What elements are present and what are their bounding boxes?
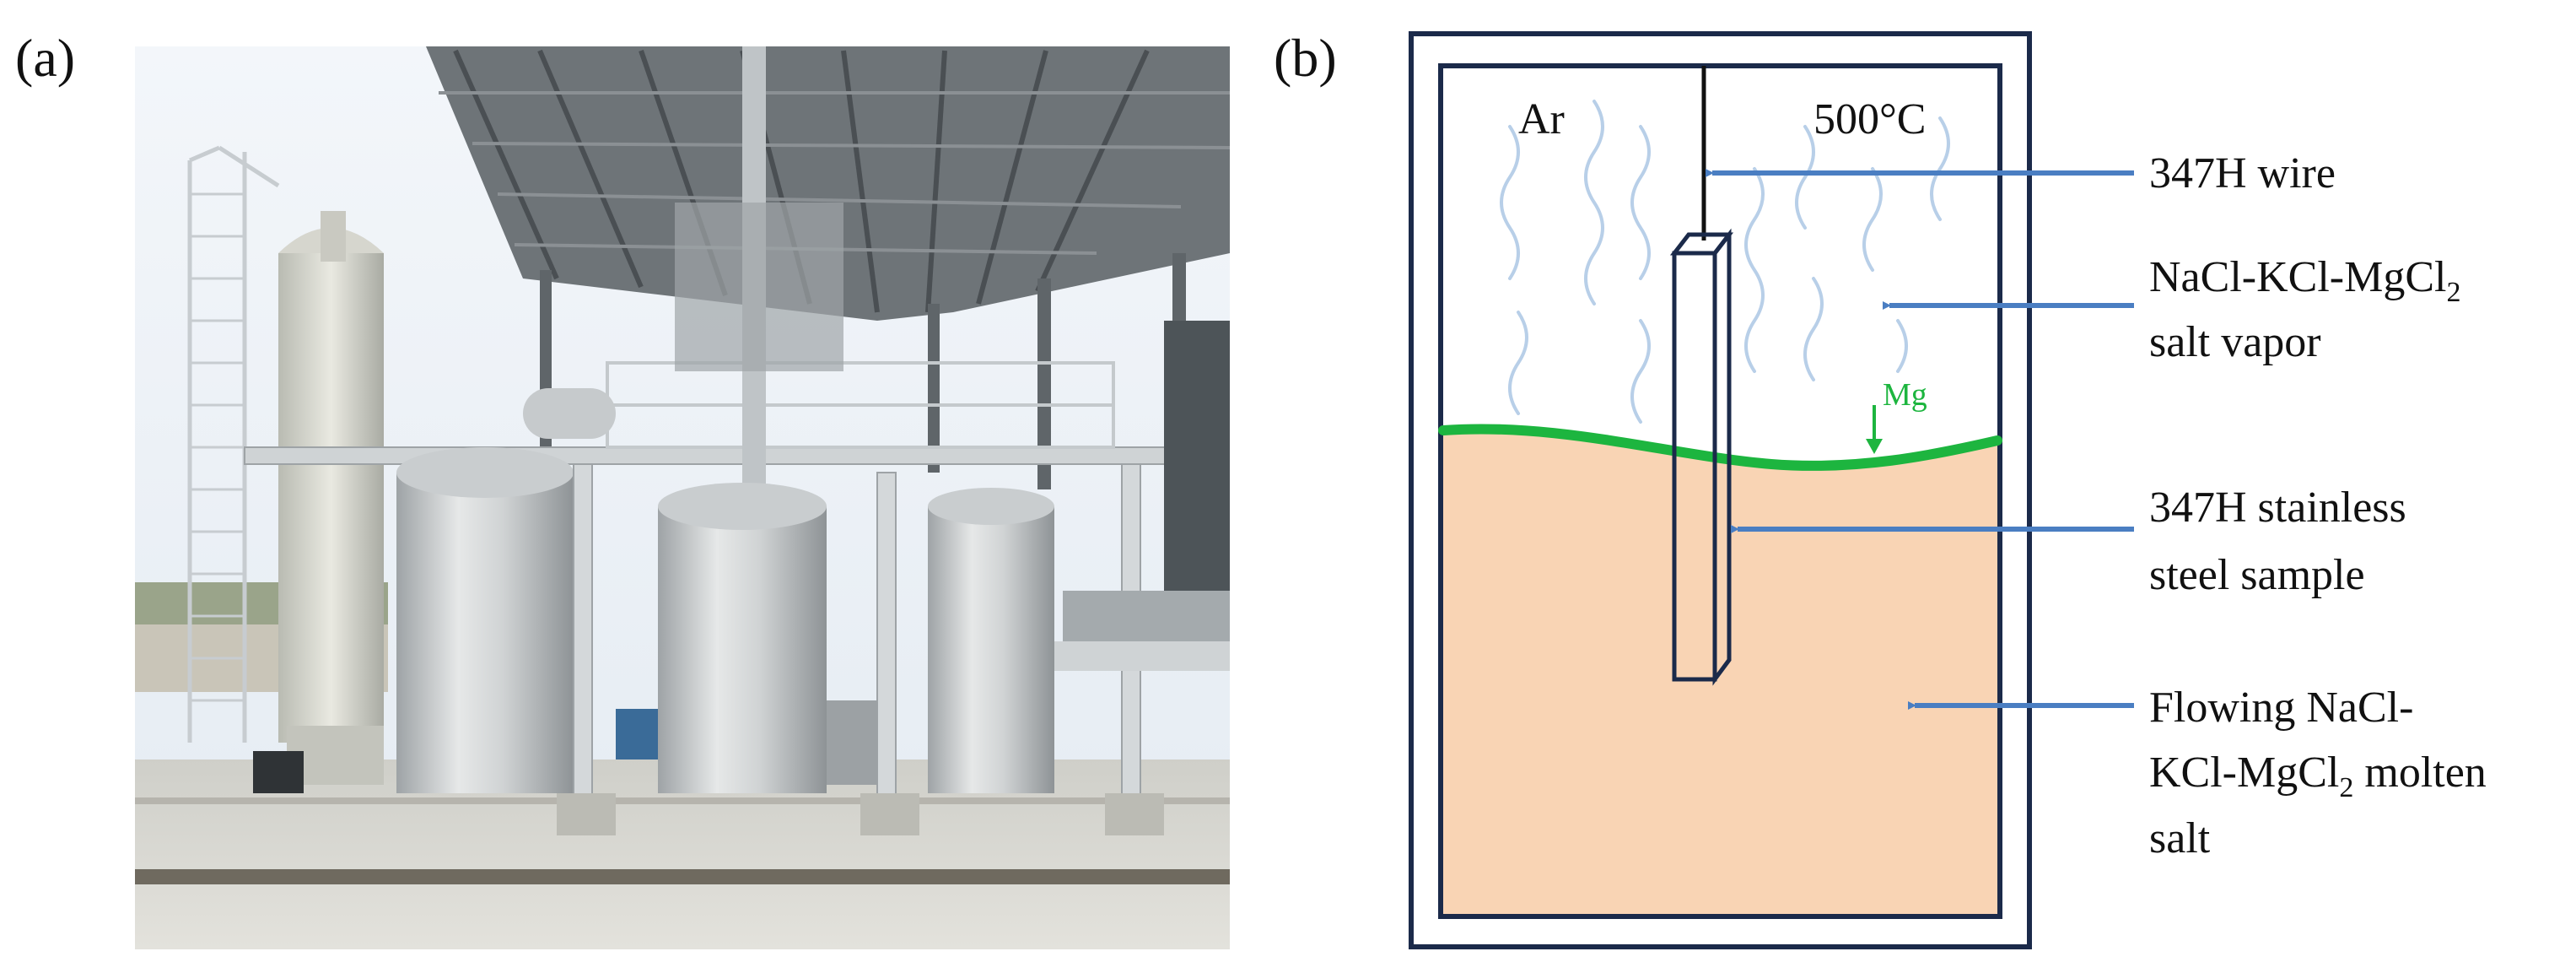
mg-surface-layer — [1438, 424, 2002, 471]
mg-label: Mg — [1883, 377, 1927, 413]
plant-photo — [135, 46, 1230, 949]
sample-annotation-line2: steel sample — [2149, 551, 2365, 599]
atmosphere-label: Ar — [1518, 95, 1565, 143]
steel-sample — [1669, 228, 1734, 686]
sample-annotation-line1: 347H stainless — [2149, 484, 2406, 532]
salt-annotation-line2: KCl-MgCl2 molten — [2149, 749, 2487, 803]
panel-a-label: (a) — [15, 28, 75, 88]
vapor-annotation-line2: salt vapor — [2149, 318, 2321, 366]
temperature-label: 500°C — [1813, 95, 1926, 143]
salt-annotation-line3: salt — [2149, 814, 2211, 862]
mg-arrowhead — [1866, 439, 1883, 454]
wire-annotation: 347H wire — [2149, 149, 2336, 197]
pointer-arrows — [1706, 169, 2134, 710]
vapor-annotation-line1: NaCl-KCl-MgCl2 — [2149, 253, 2460, 308]
salt-vapor-waves — [1500, 100, 1950, 424]
panel-b-label: (b) — [1274, 28, 1337, 88]
salt-annotation-line1: Flowing NaCl- — [2149, 684, 2413, 732]
